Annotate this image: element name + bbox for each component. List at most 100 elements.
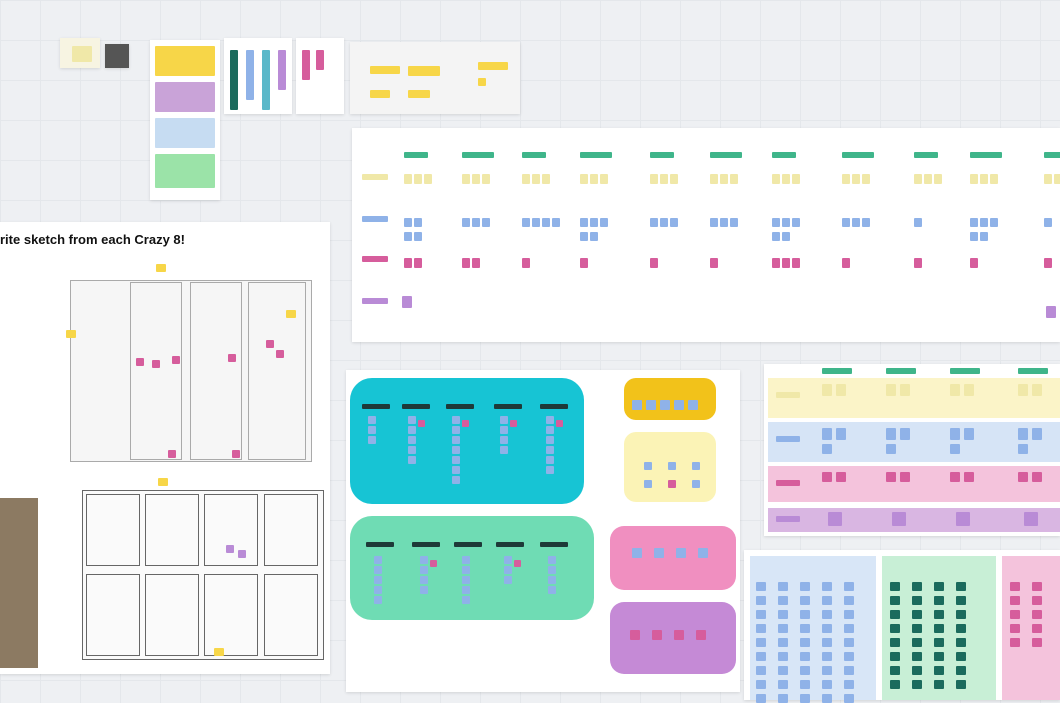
sticky-note[interactable]: [66, 330, 76, 338]
sticky-note[interactable]: [778, 596, 788, 605]
sticky-stack-purple[interactable]: [155, 82, 215, 112]
row-pink[interactable]: [768, 466, 1060, 502]
group-column-header[interactable]: [540, 542, 568, 547]
row-label[interactable]: [776, 392, 800, 398]
sticky-note[interactable]: [862, 174, 870, 184]
sticky-note[interactable]: [980, 174, 988, 184]
sticky-note[interactable]: [374, 576, 382, 584]
sticky-note[interactable]: [886, 428, 896, 440]
sketch-panel[interactable]: [264, 494, 318, 566]
sticky-note[interactable]: [956, 596, 966, 605]
sticky-note[interactable]: [548, 556, 556, 564]
sticky-note[interactable]: [844, 652, 854, 661]
sticky-note[interactable]: [408, 426, 416, 434]
sticky-note[interactable]: [914, 218, 922, 227]
sketch-panel[interactable]: [130, 282, 182, 460]
sticky-note[interactable]: [844, 666, 854, 675]
sticky-note[interactable]: [886, 384, 896, 396]
sticky-note[interactable]: [670, 218, 678, 227]
sticky-note[interactable]: [302, 50, 310, 80]
sticky-note[interactable]: [778, 694, 788, 703]
group-green[interactable]: [350, 516, 594, 620]
sticky-note[interactable]: [756, 666, 766, 675]
sticky-note[interactable]: [660, 400, 670, 410]
sticky-note[interactable]: [1044, 218, 1052, 227]
row-label[interactable]: [776, 436, 800, 442]
group-pink[interactable]: [610, 526, 736, 590]
sticky-note[interactable]: [452, 446, 460, 454]
sticky-note[interactable]: [778, 638, 788, 647]
row-label[interactable]: [362, 298, 388, 304]
sticky-note[interactable]: [934, 638, 944, 647]
sticky-note[interactable]: [500, 436, 508, 444]
sketch-panel[interactable]: [145, 574, 199, 656]
sticky-note[interactable]: [862, 218, 870, 227]
sticky-note[interactable]: [580, 258, 588, 268]
sticky-note[interactable]: [822, 624, 832, 633]
sticky-note[interactable]: [782, 174, 790, 184]
sticky-note[interactable]: [844, 610, 854, 619]
sticky-note[interactable]: [1018, 428, 1028, 440]
sticky-note[interactable]: [368, 436, 376, 444]
photo-image[interactable]: [0, 498, 38, 668]
vote-dot[interactable]: [238, 550, 246, 558]
sticky-note[interactable]: [822, 694, 832, 703]
matrix-column-header[interactable]: [822, 368, 852, 374]
sticky-note[interactable]: [546, 456, 554, 464]
sticky-note[interactable]: [462, 258, 470, 268]
sticky-note[interactable]: [900, 472, 910, 482]
sticky-note[interactable]: [912, 666, 922, 675]
sticky-note[interactable]: [844, 680, 854, 689]
column-sticky[interactable]: [246, 50, 254, 100]
matrix-column-header[interactable]: [886, 368, 916, 374]
sticky-note[interactable]: [1018, 444, 1028, 454]
sticky-note[interactable]: [912, 596, 922, 605]
sticky-note[interactable]: [420, 556, 428, 564]
sticky-note[interactable]: [950, 384, 960, 396]
sticky-note[interactable]: [756, 596, 766, 605]
sticky-note[interactable]: [778, 680, 788, 689]
sticky-note[interactable]: [650, 174, 658, 184]
sticky-note[interactable]: [756, 680, 766, 689]
sticky-note[interactable]: [792, 258, 800, 268]
sticky-note[interactable]: [890, 582, 900, 591]
sticky-note[interactable]: [970, 174, 978, 184]
sticky-note[interactable]: [472, 174, 480, 184]
sticky-note[interactable]: [990, 174, 998, 184]
sticky-note[interactable]: [912, 624, 922, 633]
sticky-note[interactable]: [546, 446, 554, 454]
sticky-note[interactable]: [548, 586, 556, 594]
sticky-note[interactable]: [822, 610, 832, 619]
column-sticky[interactable]: [262, 50, 270, 110]
table-column-header[interactable]: [522, 152, 546, 158]
group-column-header[interactable]: [366, 542, 394, 547]
sticky-note[interactable]: [688, 400, 698, 410]
sticky-note[interactable]: [842, 218, 850, 227]
sticky-note[interactable]: [772, 232, 780, 241]
sticky-note[interactable]: [556, 420, 563, 427]
sticky-note[interactable]: [822, 582, 832, 591]
sticky-note[interactable]: [424, 174, 432, 184]
sticky-note[interactable]: [800, 596, 810, 605]
sticky-note[interactable]: [420, 566, 428, 574]
sticky-note[interactable]: [1054, 174, 1060, 184]
sticky-note[interactable]: [1046, 306, 1056, 318]
vote-dot[interactable]: [172, 356, 180, 364]
sticky-note[interactable]: [368, 416, 376, 424]
sticky-note[interactable]: [836, 428, 846, 440]
sticky-note[interactable]: [844, 582, 854, 591]
sticky-note[interactable]: [772, 258, 780, 268]
sticky-note[interactable]: [660, 174, 668, 184]
sticky-note[interactable]: [964, 384, 974, 396]
vote-dot[interactable]: [228, 354, 236, 362]
sticky-note[interactable]: [778, 652, 788, 661]
sticky-note[interactable]: [934, 582, 944, 591]
sticky-note[interactable]: [756, 624, 766, 633]
sticky-note[interactable]: [696, 630, 706, 640]
sticky-note[interactable]: [934, 652, 944, 661]
column-blue[interactable]: [750, 556, 876, 700]
sticky-note[interactable]: [462, 218, 470, 227]
sticky-note[interactable]: [370, 90, 390, 98]
sticky-note[interactable]: [844, 624, 854, 633]
sticky-note[interactable]: [956, 666, 966, 675]
